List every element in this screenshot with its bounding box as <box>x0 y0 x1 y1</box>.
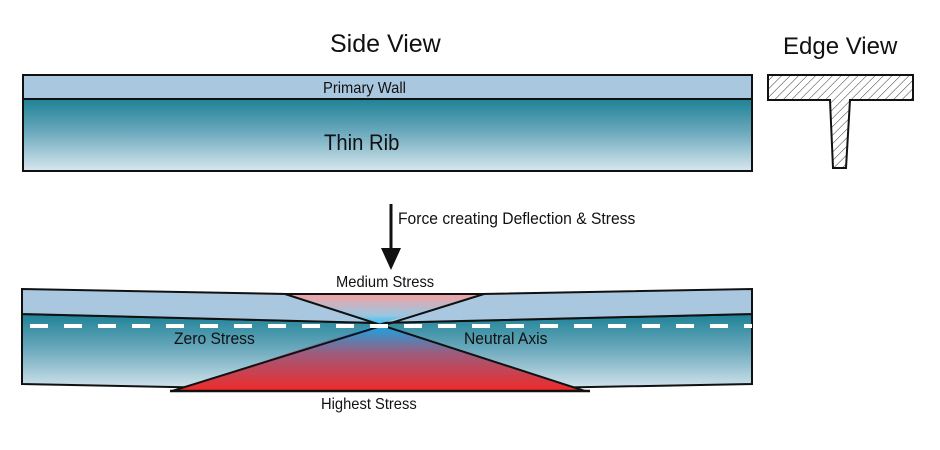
deflected-beam <box>21 287 753 393</box>
thin-rib <box>22 98 753 172</box>
thin-rib-label: Thin Rib <box>324 130 400 155</box>
medium-stress-label: Medium Stress <box>336 274 435 291</box>
zero-stress-label: Zero Stress <box>174 329 255 348</box>
side-view-title: Side View <box>330 30 441 58</box>
force-label: Force creating Deflection & Stress <box>398 209 636 228</box>
medium-stress-region <box>285 294 484 324</box>
edge-view-title: Edge View <box>783 33 898 60</box>
primary-wall-label: Primary Wall <box>323 80 406 97</box>
force-arrow-icon <box>381 204 401 270</box>
highest-stress-region <box>172 324 585 391</box>
neutral-axis-label: Neutral Axis <box>464 329 548 348</box>
edge-view-t-section <box>767 74 914 169</box>
side-view-beam <box>22 74 753 172</box>
highest-stress-label: Highest Stress <box>321 396 417 413</box>
t-section-profile <box>767 74 914 169</box>
